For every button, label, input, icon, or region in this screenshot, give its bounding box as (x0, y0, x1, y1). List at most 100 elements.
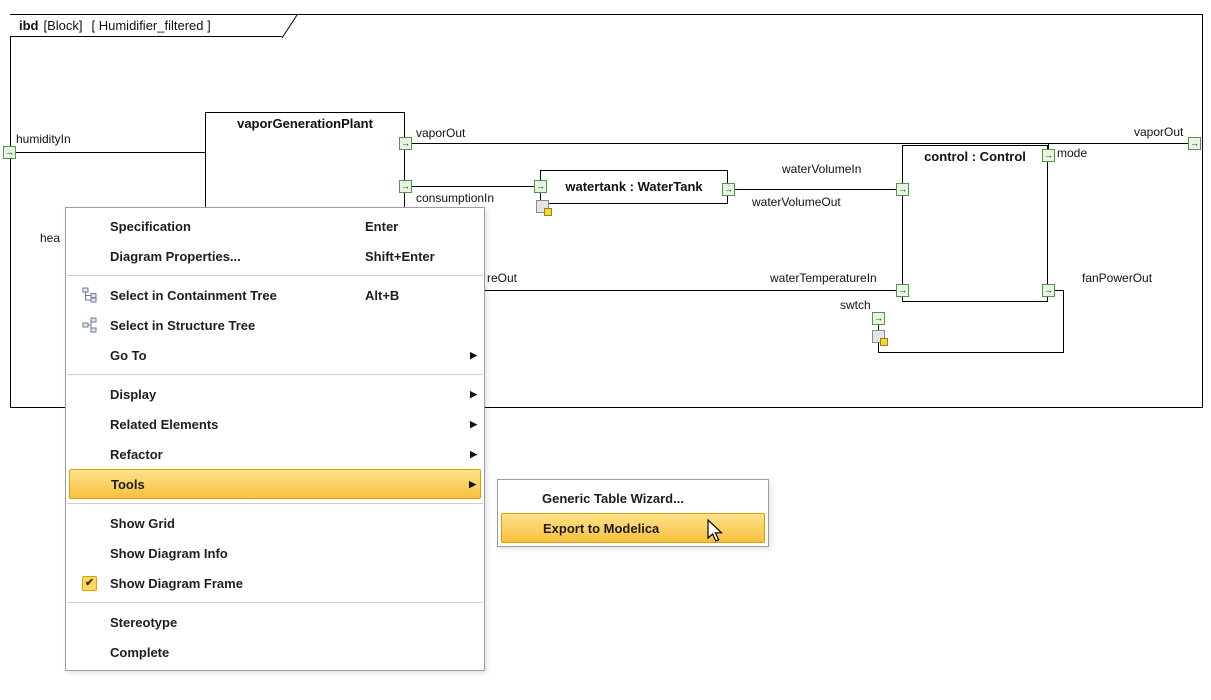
label-consumptionIn: consumptionIn (416, 191, 495, 205)
flow-port-arrow-icon: → (5, 147, 14, 157)
label-fanPowerOut: fanPowerOut (1082, 271, 1153, 285)
port-control-fanPowerOut[interactable]: → (1042, 284, 1055, 297)
connector-humidityIn[interactable] (16, 152, 205, 153)
flow-port-arrow-icon: → (1044, 285, 1053, 295)
diagram-name: [ Humidifier_filtered ] (91, 18, 211, 33)
port-watertank-left[interactable]: → (534, 180, 547, 193)
mouse-cursor-icon (707, 518, 724, 542)
menu-item-label: Tools (111, 476, 145, 492)
menu-item-select-in-containment-tree[interactable]: Select in Containment Tree Alt+B (69, 280, 481, 310)
label-mode: mode (1057, 146, 1088, 160)
label-waterVolumeIn: waterVolumeIn (782, 162, 862, 176)
port-watertank-right[interactable]: → (722, 183, 735, 196)
menu-item-label: Export to Modelica (543, 520, 660, 536)
port-swtch[interactable]: → (872, 312, 885, 325)
block-watertank[interactable]: watertank : WaterTank (540, 170, 728, 204)
menu-separator (67, 602, 483, 603)
diagram-kind: ibd (19, 18, 39, 33)
menu-item-label: Select in Structure Tree (110, 317, 256, 333)
menu-item-shortcut: Enter (365, 218, 399, 234)
port-humidityIn[interactable]: → (3, 146, 16, 159)
menu-item-show-diagram-frame[interactable]: ✔ Show Diagram Frame (69, 568, 481, 598)
connector-swtch-horizontal[interactable] (878, 352, 1064, 353)
label-waterVolumeOut: waterVolumeOut (752, 195, 841, 209)
submenu-item-export-to-modelica[interactable]: Export to Modelica (501, 513, 765, 543)
menu-item-label: Complete (110, 644, 170, 660)
block-control[interactable]: control : Control (902, 145, 1048, 302)
menu-item-specification[interactable]: Specification Enter (69, 211, 481, 241)
menu-item-label: Related Elements (110, 416, 219, 432)
menu-item-diagram-properties[interactable]: Diagram Properties... Shift+Enter (69, 241, 481, 271)
connector-swtch-stub-bottom[interactable] (878, 343, 879, 352)
menu-item-label: Show Grid (110, 515, 175, 531)
connector-consumptionIn[interactable] (412, 186, 534, 187)
menu-item-select-in-structure-tree[interactable]: Select in Structure Tree (69, 310, 481, 340)
menu-item-label: Go To (110, 347, 147, 363)
block-name: control : Control (924, 149, 1026, 164)
flow-port-arrow-icon: → (874, 313, 883, 323)
connector-mode-stub[interactable] (1048, 143, 1049, 149)
flow-port-arrow-icon: → (1044, 150, 1053, 160)
submenu-arrow-icon: ▶ (470, 388, 477, 399)
port-consumptionIn-plant[interactable]: → (399, 180, 412, 193)
menu-separator (67, 275, 483, 276)
structure-tree-icon (82, 317, 96, 333)
submenu-arrow-icon: ▶ (470, 448, 477, 459)
label-swtch: swtch (840, 298, 871, 312)
connector-waterVolume[interactable] (735, 189, 896, 190)
menu-item-label: Show Diagram Frame (110, 575, 243, 591)
submenu-item-generic-table-wizard[interactable]: Generic Table Wizard... (501, 483, 765, 513)
port-control-waterVolume[interactable]: → (896, 183, 909, 196)
menu-item-stereotype[interactable]: Stereotype (69, 607, 481, 637)
checkmark-icon: ✔ (82, 575, 97, 591)
submenu-arrow-icon: ▶ (470, 418, 477, 429)
flow-port-arrow-icon: → (724, 184, 733, 194)
menu-item-show-grid[interactable]: Show Grid (69, 508, 481, 538)
menu-item-display[interactable]: Display ▶ (69, 379, 481, 409)
connector-swtch-stub-top[interactable] (878, 325, 879, 330)
label-vaporOut-frame: vaporOut (1134, 125, 1184, 139)
flow-port-arrow-icon: → (401, 181, 410, 191)
block-name: watertank : WaterTank (565, 179, 703, 194)
menu-item-label: Specification (110, 218, 191, 234)
menu-item-show-diagram-info[interactable]: Show Diagram Info (69, 538, 481, 568)
menu-item-label: Display (110, 386, 157, 402)
menu-separator (67, 374, 483, 375)
menu-item-complete[interactable]: Complete (69, 637, 481, 667)
port-control-mode[interactable]: → (1042, 149, 1055, 162)
menu-item-label: Refactor (110, 446, 163, 462)
diagram-frame-tab: ibd [Block] [ Humidifier_filtered ] (10, 15, 282, 37)
menu-item-tools[interactable]: Tools ▶ (69, 469, 481, 499)
connector-vaporOut[interactable] (412, 143, 1188, 144)
block-name: vaporGenerationPlant (237, 116, 373, 131)
menu-item-go-to[interactable]: Go To ▶ (69, 340, 481, 370)
menu-item-label: Diagram Properties... (110, 248, 241, 264)
menu-item-label: Generic Table Wizard... (542, 490, 684, 506)
label-partial-hea: hea (40, 231, 61, 245)
connector-fanPower-stub[interactable] (1055, 290, 1064, 291)
nested-connector-icon (536, 200, 552, 216)
flow-port-arrow-icon: → (898, 285, 907, 295)
flow-port-arrow-icon: → (1190, 138, 1199, 148)
menu-item-label: Select in Containment Tree (110, 287, 277, 303)
connector-waterTemperature[interactable] (485, 290, 896, 291)
port-vaporOut-plant[interactable]: → (399, 137, 412, 150)
menu-item-related-elements[interactable]: Related Elements ▶ (69, 409, 481, 439)
menu-item-refactor[interactable]: Refactor ▶ (69, 439, 481, 469)
containment-tree-icon (82, 287, 96, 303)
diagram-classifier: [Block] (43, 18, 83, 33)
label-waterTemperatureIn: waterTemperatureIn (770, 271, 877, 285)
menu-separator (67, 503, 483, 504)
port-control-waterTemperatureIn[interactable]: → (896, 284, 909, 297)
label-humidityIn: humidityIn (16, 132, 71, 146)
submenu-arrow-icon: ▶ (470, 349, 477, 360)
flow-port-arrow-icon: → (536, 181, 545, 191)
connector-fanPower-vertical[interactable] (1063, 290, 1064, 352)
submenu-arrow-icon: ▶ (469, 478, 476, 489)
context-menu: Specification Enter Diagram Properties..… (65, 207, 485, 671)
port-frame-vaporOut[interactable]: → (1188, 137, 1201, 150)
menu-item-label: Show Diagram Info (110, 545, 228, 561)
label-vaporOut-plant: vaporOut (416, 126, 466, 140)
menu-item-shortcut: Alt+B (365, 287, 400, 303)
